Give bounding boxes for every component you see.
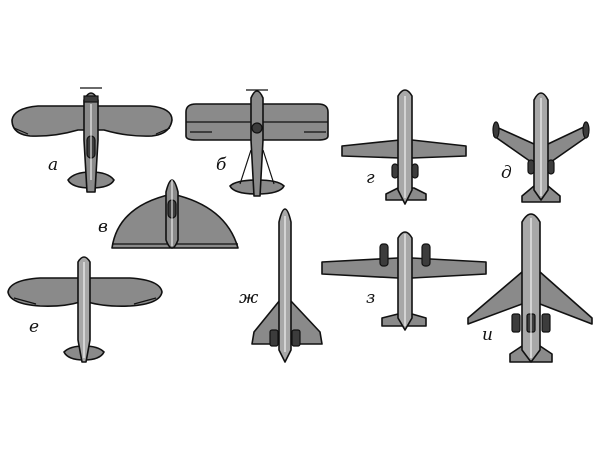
plane-label-a: а <box>48 155 58 175</box>
plane-a: а <box>11 87 173 193</box>
plane-label-b: б <box>216 155 227 175</box>
plane-label-v: в <box>98 217 108 237</box>
plane-label-d: д <box>501 163 512 183</box>
plane-zh: ж <box>239 208 323 363</box>
plane-d: д <box>492 92 590 203</box>
plane-g: г <box>341 89 467 205</box>
plane-b: б <box>185 89 329 197</box>
plane-i: и <box>467 213 593 363</box>
plane-label-i: и <box>482 325 493 345</box>
plane-v: в <box>98 179 239 249</box>
plane-label-g: г <box>366 168 375 188</box>
plane-label-e: е <box>29 317 39 337</box>
plane-label-z: з <box>366 288 375 308</box>
plane-z: з <box>321 231 487 331</box>
plane-e: е <box>7 256 163 363</box>
plane-label-zh: ж <box>239 288 259 308</box>
